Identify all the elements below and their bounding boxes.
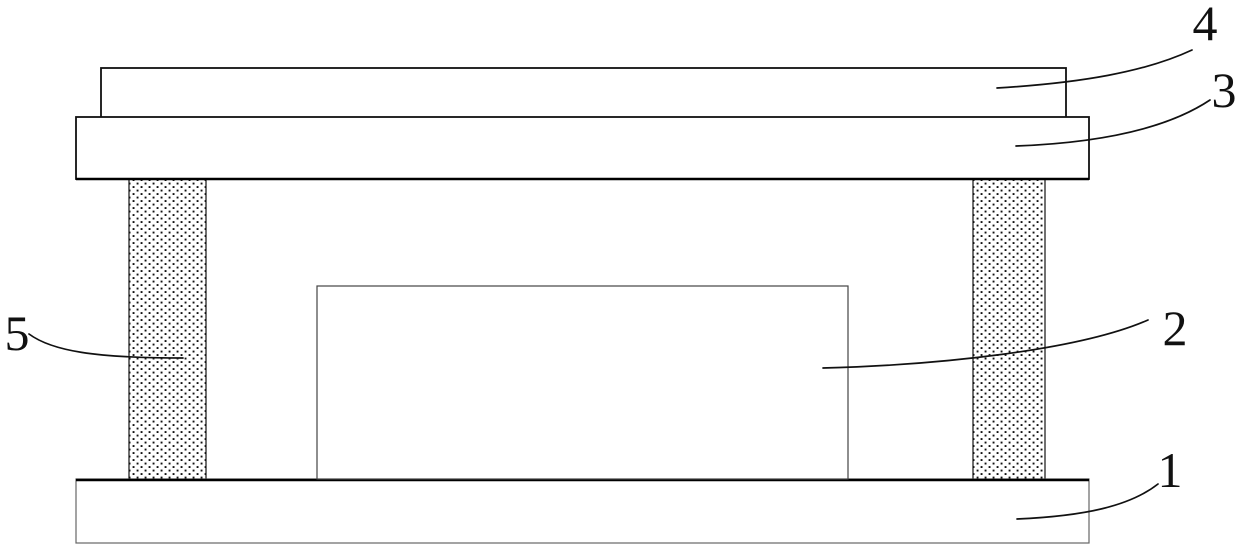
top-plate: [100, 67, 1067, 119]
leader-line-2: [822, 319, 1149, 369]
ref-label-3: 3: [1212, 62, 1237, 118]
leader-line-3: [1015, 99, 1211, 147]
ref-label-1: 1: [1158, 442, 1183, 498]
center-block: [316, 285, 849, 480]
support-pillar-left: [128, 178, 207, 481]
ref-label-4: 4: [1193, 0, 1218, 51]
support-pillar-right: [972, 178, 1046, 481]
leader-line-5: [28, 333, 184, 359]
upper-plate: [75, 116, 1090, 180]
leader-line-4: [996, 49, 1193, 89]
base-plate: [75, 478, 1090, 544]
ref-label-5: 5: [5, 305, 30, 361]
leader-line-1: [1016, 483, 1159, 520]
ref-label-2: 2: [1163, 300, 1188, 356]
